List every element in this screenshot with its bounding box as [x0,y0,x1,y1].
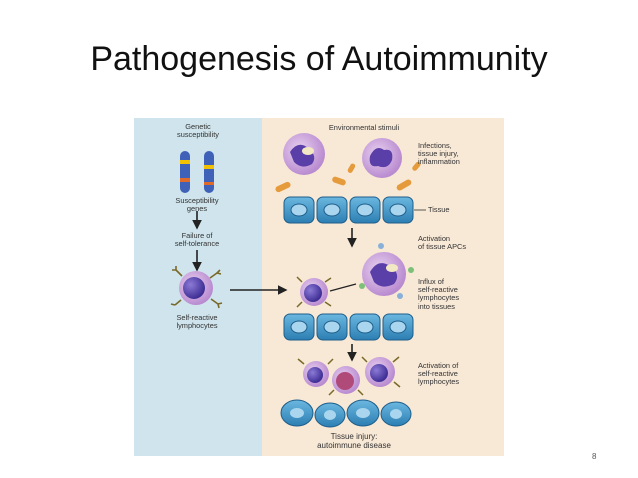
failure-line-2: self-tolerance [174,239,220,249]
failure-of-self-tolerance-label: Failure of self-tolerance [152,231,242,249]
activation-label: Activation of self-reactive lymphocytes [418,361,502,387]
influx-line-3: lymphocytes [418,293,460,303]
influx-label: Influx of self-reactive lymphocytes into… [418,277,502,311]
genes-line-1: Susceptibility [175,196,219,205]
figure-artwork [134,118,504,456]
susceptibility-genes-label: Susceptibility genes [152,196,242,214]
tissue-injury-label: Tissue injury: autoimmune disease [284,432,424,450]
arrow-lymphocyte-to-apc [329,283,357,292]
tissue-layer-1 [283,196,414,224]
activation-line-2: self-reactive [418,369,458,379]
chromosome-icon [180,151,214,193]
infected-cell-2-icon [362,138,402,178]
self-reactive-lymphocyte-icon [170,266,223,309]
infected-cell-1-icon [283,133,325,175]
slide-title: Pathogenesis of Autoimmunity [90,40,548,78]
apc-activation-label: Activation of tissue APCs [418,234,502,252]
self-reactive-lymphocytes-label: Self-reactive lymphocytes [152,313,242,331]
genetic-susceptibility-heading: Genetic susceptibility [154,122,242,140]
infection-line-2: tissue injury, [418,149,459,159]
injury-line-1: Tissue injury: [330,432,378,441]
infections-label: Infections, tissue injury, inflammation [418,141,502,167]
cells-line-2: lymphocytes [176,321,218,331]
damaged-tissue-layer [280,399,412,428]
apc-line-1: Activation [418,234,451,243]
heading-line-2: susceptibility [177,130,219,140]
tissue-layer-2 [283,313,414,341]
activated-lymphocytes-icon [297,356,401,396]
influx-line-2: self-reactive [418,285,458,295]
environmental-stimuli-heading: Environmental stimuli [328,123,400,132]
apc-line-2: of tissue APCs [418,242,467,252]
pathogenesis-figure: Genetic susceptibility Susceptibility ge… [134,118,504,456]
injury-line-2: autoimmune disease [317,441,391,450]
influx-line-1: Influx of [418,277,444,286]
influx-line-4: into tissues [418,301,455,311]
heading-line-1: Genetic [185,122,211,131]
activation-line-3: lymphocytes [418,377,460,387]
failure-line-1: Failure of [181,231,213,240]
genes-line-2: genes [186,204,208,214]
infection-line-3: inflammation [418,157,460,167]
activation-line-1: Activation of [418,361,459,370]
page-number: 8 [592,452,597,461]
influx-lymphocyte-icon [296,276,332,308]
antigen-presenting-cell-icon [359,243,414,299]
infection-line-1: Infections, [418,141,452,150]
bacteria-icon [275,161,421,193]
cells-line-1: Self-reactive [176,313,218,322]
tissue-label: Tissue [428,205,450,214]
